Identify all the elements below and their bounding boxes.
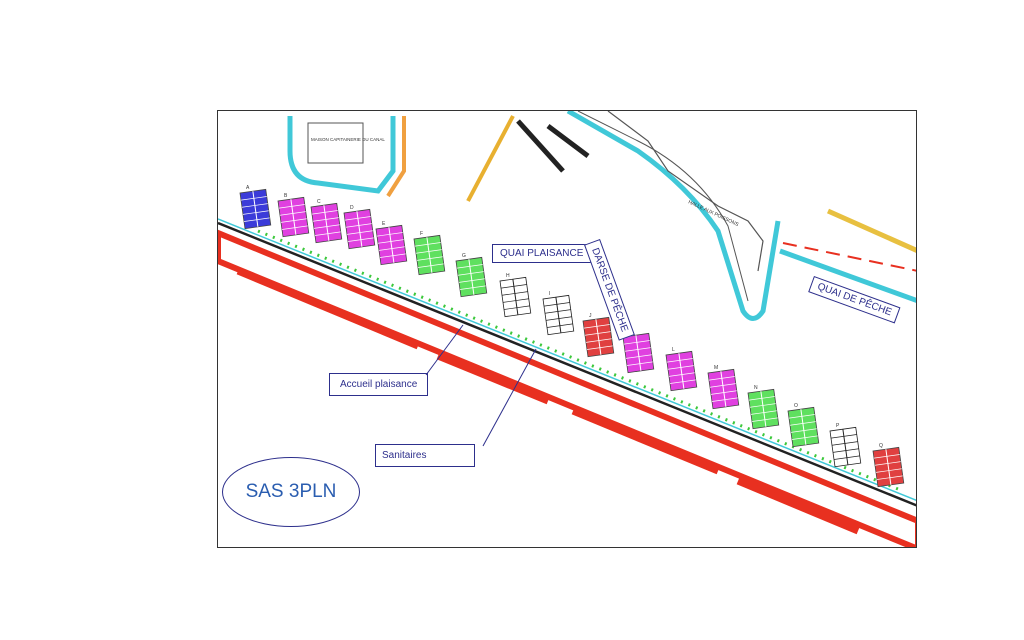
pontoon-g: G	[455, 253, 488, 298]
pontoon-c: C	[310, 199, 343, 244]
pontoon-letter: B	[284, 193, 288, 199]
pontoon-n: N	[747, 385, 780, 430]
pontoon-spine	[885, 449, 892, 485]
pontoon-o: O	[787, 403, 820, 448]
pontoon-letter: N	[754, 385, 758, 391]
pontoon-letter: J	[589, 313, 592, 319]
pontoon-i: I	[542, 291, 575, 336]
pontoon-spine	[760, 391, 767, 427]
pontoon-letter: H	[506, 273, 510, 279]
pontoon-letter: E	[382, 221, 386, 227]
capitainerie-building	[307, 122, 364, 164]
darse-inner	[577, 111, 749, 302]
accueil-plaisance-label: Accueil plaisance	[329, 373, 429, 396]
yellow-strip	[826, 208, 916, 253]
pontoon-letter: I	[549, 291, 550, 297]
pontoon-letter: L	[672, 347, 675, 353]
darse-edge	[566, 111, 781, 321]
orange-quay-strip	[386, 116, 406, 198]
pontoon-group: ABCDEFGHIJKLMNOPQ	[239, 185, 905, 488]
pontoon-spine	[842, 429, 849, 465]
pontoon-letter: C	[317, 199, 321, 205]
harbor-map: MAISON CAPITAINERIE DU CANAL HALLE AUX P…	[218, 111, 916, 547]
pontoon-spine	[555, 297, 562, 333]
basin-edge-left	[287, 116, 396, 194]
pontoon-h: H	[499, 273, 532, 318]
quai-peche-red	[782, 242, 916, 272]
pontoon-letter: P	[836, 423, 840, 429]
yellow-jetty	[466, 115, 515, 202]
pontoon-letter: D	[350, 205, 354, 211]
pontoon-spine	[323, 205, 330, 241]
pontoon-spine	[678, 353, 685, 389]
promenade-path	[257, 229, 899, 491]
quay-line-cyan	[218, 218, 916, 502]
pontoon-letter: G	[462, 253, 466, 259]
pontoon-spine	[290, 199, 297, 235]
pontoon-letter: F	[420, 231, 423, 237]
quay-red-band	[218, 229, 916, 547]
pontoon-spine	[468, 259, 475, 295]
jetty-1	[516, 119, 565, 173]
pontoon-spine	[356, 211, 363, 247]
pontoon-d: D	[343, 205, 376, 250]
pontoon-spine	[512, 279, 519, 315]
pontoon-e: E	[375, 221, 408, 266]
quai-peche-edge	[779, 248, 916, 303]
quai-plaisance-label: QUAI PLAISANCE	[492, 244, 592, 263]
pontoon-letter: M	[714, 365, 718, 371]
pontoon-b: B	[277, 193, 310, 238]
quay-line-dark	[218, 221, 916, 507]
halle-structure	[607, 111, 764, 272]
pontoon-spine	[800, 409, 807, 445]
pontoon-f: F	[413, 231, 446, 276]
pontoon-m: M	[707, 365, 740, 410]
sanitaires-label: Sanitaires	[375, 444, 475, 467]
pontoon-letter: O	[794, 403, 798, 409]
pontoon-spine	[388, 227, 395, 263]
pontoon-spine	[252, 191, 259, 227]
pontoon-p: P	[829, 423, 862, 468]
pontoon-q: Q	[872, 443, 905, 488]
pontoon-spine	[426, 237, 433, 273]
pontoon-spine	[635, 335, 642, 371]
pontoon-spine	[595, 319, 602, 355]
capitainerie-label: MAISON CAPITAINERIE DU CANAL	[311, 137, 385, 142]
pontoon-l: L	[665, 347, 698, 392]
pontoon-letter: Q	[879, 443, 883, 449]
pontoon-spine	[720, 371, 727, 407]
pontoon-letter: A	[246, 185, 250, 191]
pontoon-a: A	[239, 185, 272, 230]
sas-3pln-logo: SAS 3PLN	[222, 457, 360, 527]
pontoon-j: J	[582, 313, 615, 358]
jetty-2	[546, 124, 590, 158]
logo-text: SAS 3PLN	[245, 481, 337, 502]
